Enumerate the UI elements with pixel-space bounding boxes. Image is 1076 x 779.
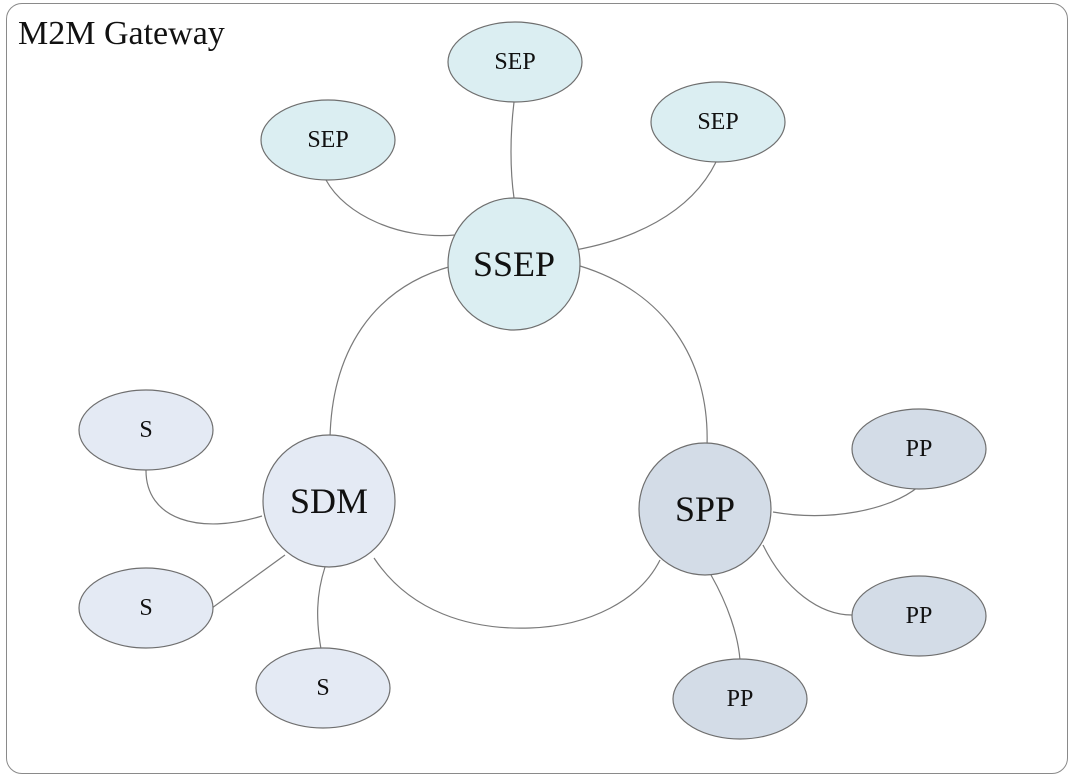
label-ssep: SSEP xyxy=(473,244,555,284)
link-ssep-spp xyxy=(579,265,708,447)
node-s-middle xyxy=(78,567,214,649)
label-pp-top: PP xyxy=(906,436,933,462)
label-s-bottom: S xyxy=(316,675,329,701)
link-sdm-s-middle xyxy=(211,554,286,609)
link-sdm-s-bottom xyxy=(317,566,326,650)
link-sdm-spp xyxy=(373,557,661,629)
label-spp: SPP xyxy=(675,489,735,529)
node-sdm xyxy=(262,434,396,568)
label-sep-right: SEP xyxy=(697,109,738,135)
link-sdm-s-top xyxy=(145,468,263,525)
label-s-middle: S xyxy=(139,595,152,621)
label-pp-bottom: PP xyxy=(727,686,754,712)
diagram-title: M2M Gateway xyxy=(18,15,225,52)
node-s-top xyxy=(78,389,214,471)
node-ssep xyxy=(447,197,581,331)
node-spp xyxy=(638,442,772,576)
node-sep-top xyxy=(447,21,583,103)
node-s-bottom xyxy=(255,647,391,729)
link-spp-pp-middle xyxy=(762,544,853,616)
node-sep-left xyxy=(260,99,396,181)
node-pp-bottom xyxy=(672,658,808,740)
label-s-top: S xyxy=(139,417,152,443)
link-ssep-sep-left xyxy=(325,179,456,237)
label-pp-middle: PP xyxy=(906,603,933,629)
link-spp-pp-bottom xyxy=(710,574,741,661)
node-sep-right xyxy=(650,81,786,163)
label-sdm: SDM xyxy=(290,481,368,521)
label-sep-top: SEP xyxy=(494,49,535,75)
link-spp-pp-top xyxy=(772,486,919,517)
link-ssep-sep-right xyxy=(574,161,717,251)
node-pp-middle xyxy=(851,575,987,657)
node-pp-top xyxy=(851,408,987,490)
label-sep-left: SEP xyxy=(307,127,348,153)
link-ssep-sep-top xyxy=(510,101,515,199)
link-ssep-sdm xyxy=(329,265,453,439)
